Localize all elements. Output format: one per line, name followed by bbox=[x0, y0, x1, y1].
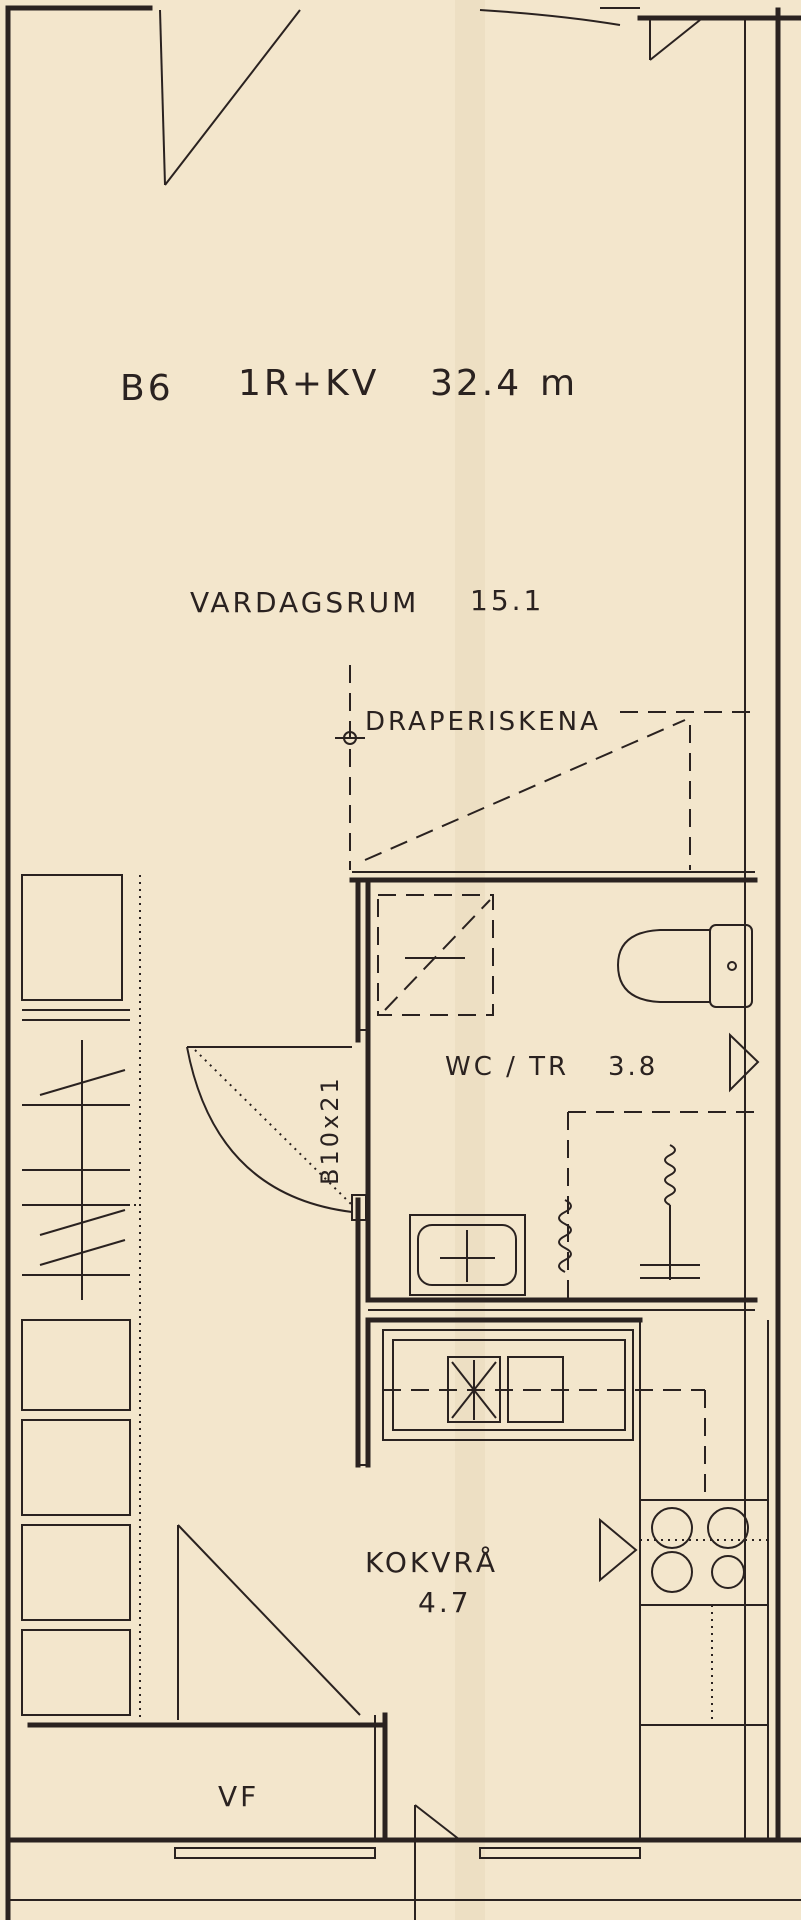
room-wc-area: 3.8 bbox=[608, 1052, 658, 1082]
room-vardagsrum-area: 15.1 bbox=[470, 584, 544, 617]
apartment-type: 1R+KV bbox=[238, 363, 379, 404]
entrance-door bbox=[162, 1524, 461, 1920]
stove bbox=[651, 1507, 749, 1593]
top-door-swing bbox=[159, 7, 701, 186]
paper-fold bbox=[455, 0, 485, 1920]
drape-rail bbox=[335, 665, 755, 870]
wardrobe bbox=[21, 874, 168, 1728]
washbasin bbox=[409, 1214, 526, 1296]
apartment-area: 32.4 bbox=[430, 363, 522, 404]
drape-label: DRAPERISKENA bbox=[365, 707, 601, 737]
radiator bbox=[558, 1144, 700, 1280]
vent-triangle-kitchen bbox=[599, 1517, 638, 1583]
room-kokvra-area: 4.7 bbox=[418, 1586, 472, 1619]
vent-triangle-wc bbox=[729, 1032, 760, 1093]
bathroom-zone bbox=[567, 1111, 760, 1300]
kitchen-appliances bbox=[382, 1320, 769, 1840]
bathroom-walls bbox=[349, 871, 758, 1468]
outer-walls bbox=[5, 5, 801, 1920]
room-kokvra-name: KOKVRÅ bbox=[365, 1545, 498, 1579]
room-vf-name: VF bbox=[218, 1780, 259, 1813]
apartment-unit: m bbox=[540, 363, 578, 404]
toilet bbox=[616, 924, 753, 1008]
apartment-code: B6 bbox=[120, 368, 174, 409]
shower bbox=[377, 894, 494, 1016]
room-vardagsrum-name: VARDAGSRUM bbox=[190, 586, 419, 619]
bathroom-door bbox=[186, 1046, 367, 1221]
room-wc-name: WC / TR bbox=[445, 1052, 569, 1082]
bottom-window bbox=[174, 1847, 641, 1859]
door-size-label: B10x21 bbox=[316, 1075, 344, 1185]
